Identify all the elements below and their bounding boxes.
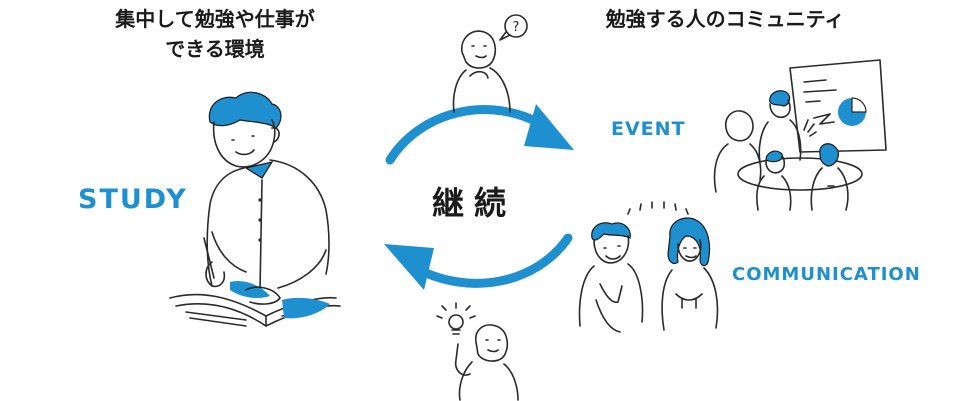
- studying-man-illustration: [169, 91, 341, 327]
- study-label: STUDY: [78, 184, 188, 215]
- event-illustration: [713, 59, 887, 211]
- continuity-label: 継続: [432, 184, 517, 222]
- left-heading-line2: できる環境: [165, 37, 265, 61]
- question-bubble-icon: ?: [499, 14, 528, 41]
- lightbulb-icon: [436, 302, 476, 335]
- idea-person-illustration: [454, 324, 519, 401]
- question-mark-text: ?: [513, 20, 520, 35]
- left-heading: 集中して勉強や仕事が できる環境: [80, 4, 350, 64]
- cycle-arrow-icon: [384, 104, 574, 290]
- event-label: EVENT: [611, 118, 686, 140]
- communication-label: COMMUNICATION: [732, 264, 921, 285]
- thinking-person-illustration: [452, 30, 511, 113]
- communication-illustration: [578, 201, 719, 333]
- pie-chart-icon: [838, 97, 867, 126]
- right-heading: 勉強する人のコミュニティ: [605, 7, 845, 31]
- left-heading-line1: 集中して勉強や仕事が: [115, 7, 315, 31]
- presentation-board-icon: [789, 59, 887, 153]
